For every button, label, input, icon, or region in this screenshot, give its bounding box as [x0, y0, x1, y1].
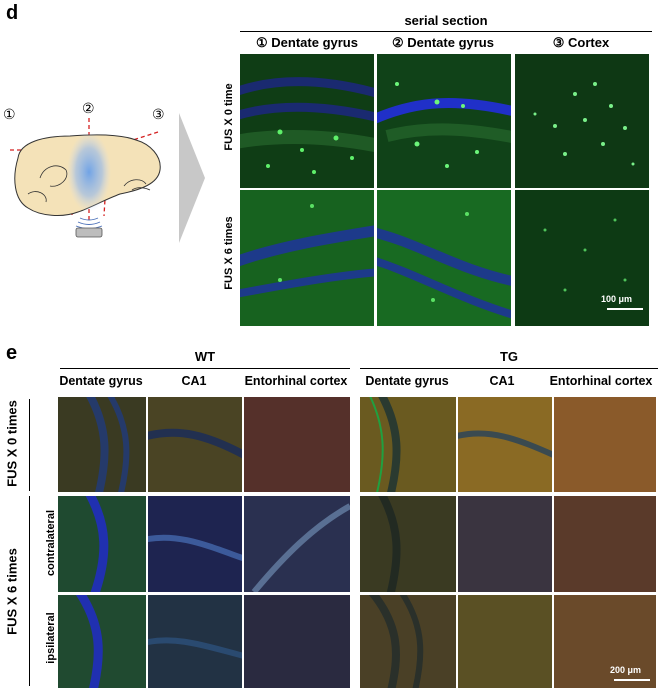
micrograph-wt-contra-dg — [58, 496, 146, 592]
micrograph-tg-contra-dg — [360, 496, 456, 592]
group-title-wt: WT — [194, 349, 216, 364]
col-header-wt-ca1: CA1 — [181, 374, 207, 388]
row-label-d-0: FUS X 0 time — [223, 83, 235, 151]
micrograph-wt-0-ca1 — [148, 397, 242, 492]
micrograph-d-0-dg2 — [377, 54, 511, 188]
brain-schematic-drawing — [10, 118, 161, 238]
col-header-wt-ec: Entorhinal cortex — [244, 374, 348, 388]
micrograph-tg-contra-ec — [554, 496, 656, 592]
group-rule-wt — [60, 368, 350, 369]
micrograph-tg-0-dg — [360, 397, 456, 492]
col-header-d-1: ① Dentate gyrus — [256, 35, 358, 50]
group-title-tg: TG — [499, 349, 519, 364]
micrograph-tg-0-ca1 — [458, 397, 552, 492]
micrograph-wt-0-ec — [244, 397, 350, 492]
micrograph-wt-ipsi-dg — [58, 595, 146, 688]
micrograph-tg-0-ec — [554, 397, 656, 492]
micrograph-d-6-dg1 — [240, 190, 374, 326]
row-label-d-6: FUS X 6 times — [223, 216, 235, 290]
scale-bar-d-label: 100 μm — [601, 294, 633, 304]
micrograph-d-6-cortex: 100 μm — [515, 190, 649, 326]
probe-label-2: ② — [82, 100, 95, 116]
micrograph-tg-ipsi-dg — [360, 595, 456, 688]
sub-row-contralateral: contralateral — [45, 509, 57, 577]
serial-section-title: serial section — [404, 13, 488, 28]
scale-bar-d — [607, 308, 643, 310]
micrograph-wt-0-dg — [58, 397, 146, 492]
col-header-tg-ec: Entorhinal cortex — [549, 374, 653, 388]
probe-label-3: ③ — [152, 106, 165, 122]
panel-letter-e: e — [6, 342, 18, 364]
col-header-tg-dg: Dentate gyrus — [365, 374, 449, 388]
row-label-e-0: FUS X 0 times — [4, 400, 20, 487]
row-rule-0 — [29, 399, 30, 491]
micrograph-wt-contra-ca1 — [148, 496, 242, 592]
micrograph-tg-contra-ca1 — [458, 496, 552, 592]
micrograph-wt-ipsi-ca1 — [148, 595, 242, 688]
group-rule-tg — [360, 368, 658, 369]
row-label-e-6: FUS X 6 times — [4, 548, 20, 635]
col-header-wt-dg: Dentate gyrus — [59, 374, 143, 388]
scale-bar-e — [614, 679, 650, 681]
micrograph-tg-ipsi-ca1 — [458, 595, 552, 688]
panel-letter-d: d — [6, 2, 19, 24]
sub-row-ipsilateral: ipsilateral — [45, 612, 57, 664]
micrograph-d-0-cortex — [515, 54, 649, 188]
micrograph-tg-ipsi-ec: 200 μm — [554, 595, 656, 688]
col-header-d-2: ② Dentate gyrus — [392, 35, 494, 50]
col-header-d-3: ③ Cortex — [552, 35, 610, 50]
scale-bar-e-label: 200 μm — [610, 665, 642, 675]
micrograph-wt-contra-ec — [244, 496, 350, 592]
arrow-icon — [179, 113, 205, 248]
probe-label-1: ① — [3, 106, 16, 122]
serial-section-rule — [240, 31, 652, 32]
row-rule-6 — [29, 496, 30, 686]
brain-schematic — [0, 90, 175, 240]
micrograph-wt-ipsi-ec — [244, 595, 350, 688]
col-header-tg-ca1: CA1 — [489, 374, 515, 388]
micrograph-d-0-dg1 — [240, 54, 374, 188]
micrograph-d-6-dg2 — [377, 190, 511, 326]
